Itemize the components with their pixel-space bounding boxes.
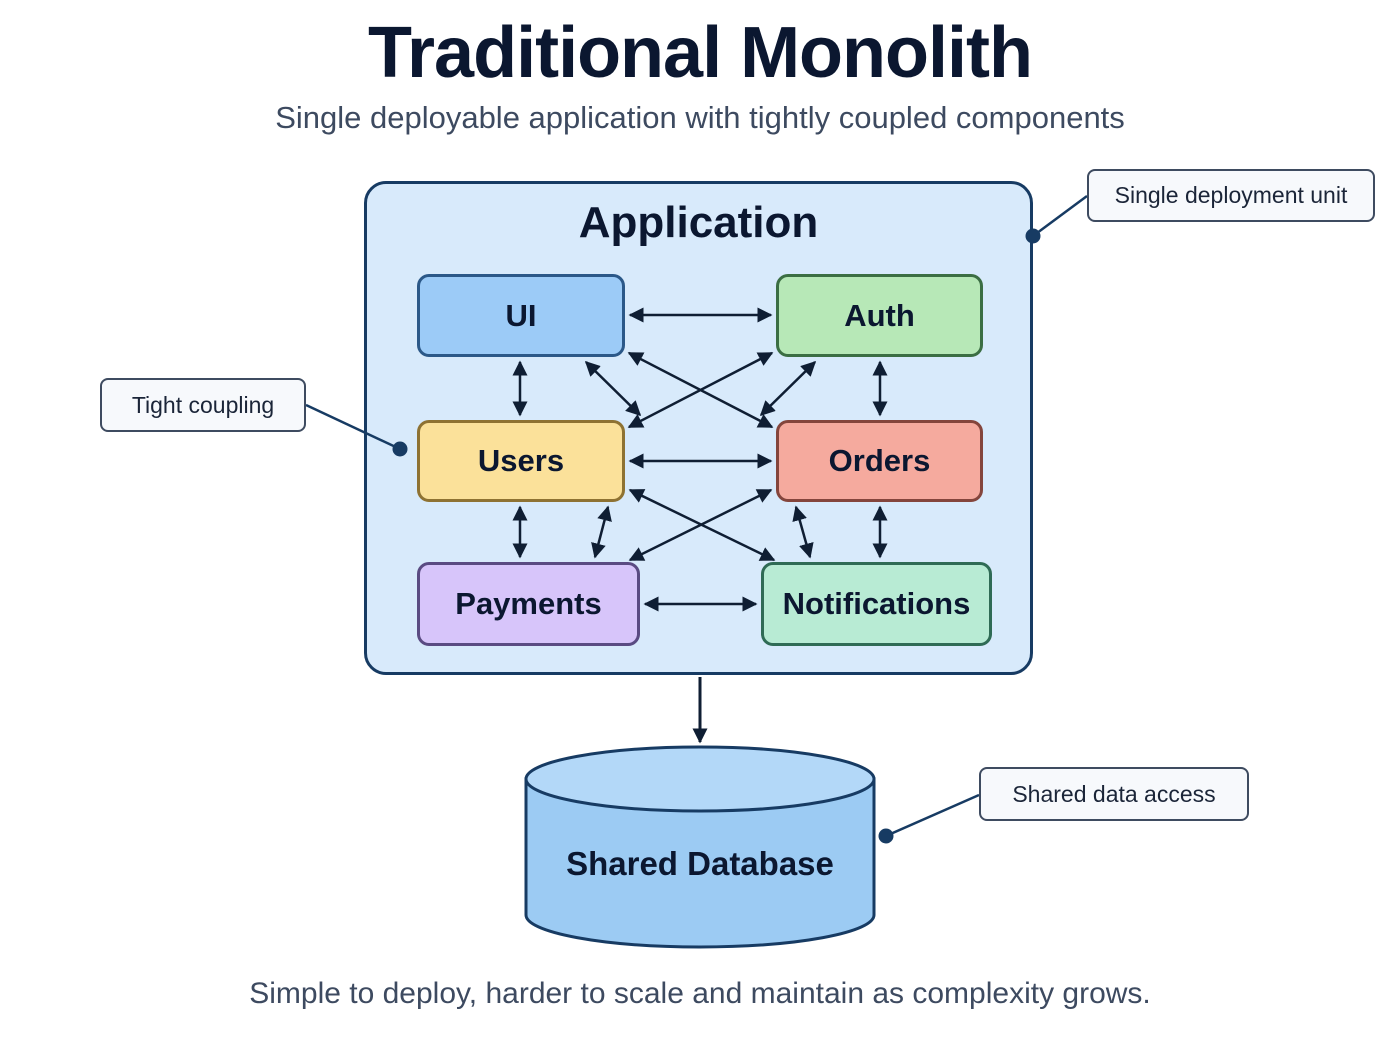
callout-coupling-dot	[392, 441, 408, 457]
application-title: Application	[578, 198, 819, 247]
component-orders: Orders	[776, 420, 983, 502]
page-subtitle: Single deployable application with tight…	[275, 100, 1125, 135]
component-auth: Auth	[776, 274, 983, 357]
component-users: Users	[417, 420, 625, 502]
connector-users-payments-diag	[591, 505, 612, 559]
connector-ui-users-diag	[584, 360, 642, 417]
callout-deployment-leader	[1032, 194, 1088, 238]
footer-caption: Simple to deploy, harder to scale and ma…	[249, 977, 1151, 1010]
callout-single-deployment: Single deployment unit	[1087, 169, 1375, 222]
database-label: Shared Database	[566, 845, 834, 882]
callout-data-dot	[878, 828, 894, 844]
callout-deployment-dot	[1025, 228, 1041, 244]
callout-coupling-leader	[305, 403, 401, 451]
component-notifications: Notifications	[761, 562, 992, 646]
component-payments: Payments	[417, 562, 640, 646]
connector-orders-notifications-diag	[792, 505, 814, 559]
connector-auth-users	[627, 351, 774, 429]
callout-shared-data-access: Shared data access	[979, 767, 1249, 821]
database-cylinder	[524, 745, 876, 949]
connector-orders-payments	[628, 488, 773, 562]
callout-tight-coupling: Tight coupling	[100, 378, 306, 432]
callout-data-leader	[885, 793, 980, 838]
connector-auth-orders-diag	[759, 360, 817, 417]
component-ui: UI	[417, 274, 625, 357]
page-title: Traditional Monolith	[368, 13, 1033, 93]
